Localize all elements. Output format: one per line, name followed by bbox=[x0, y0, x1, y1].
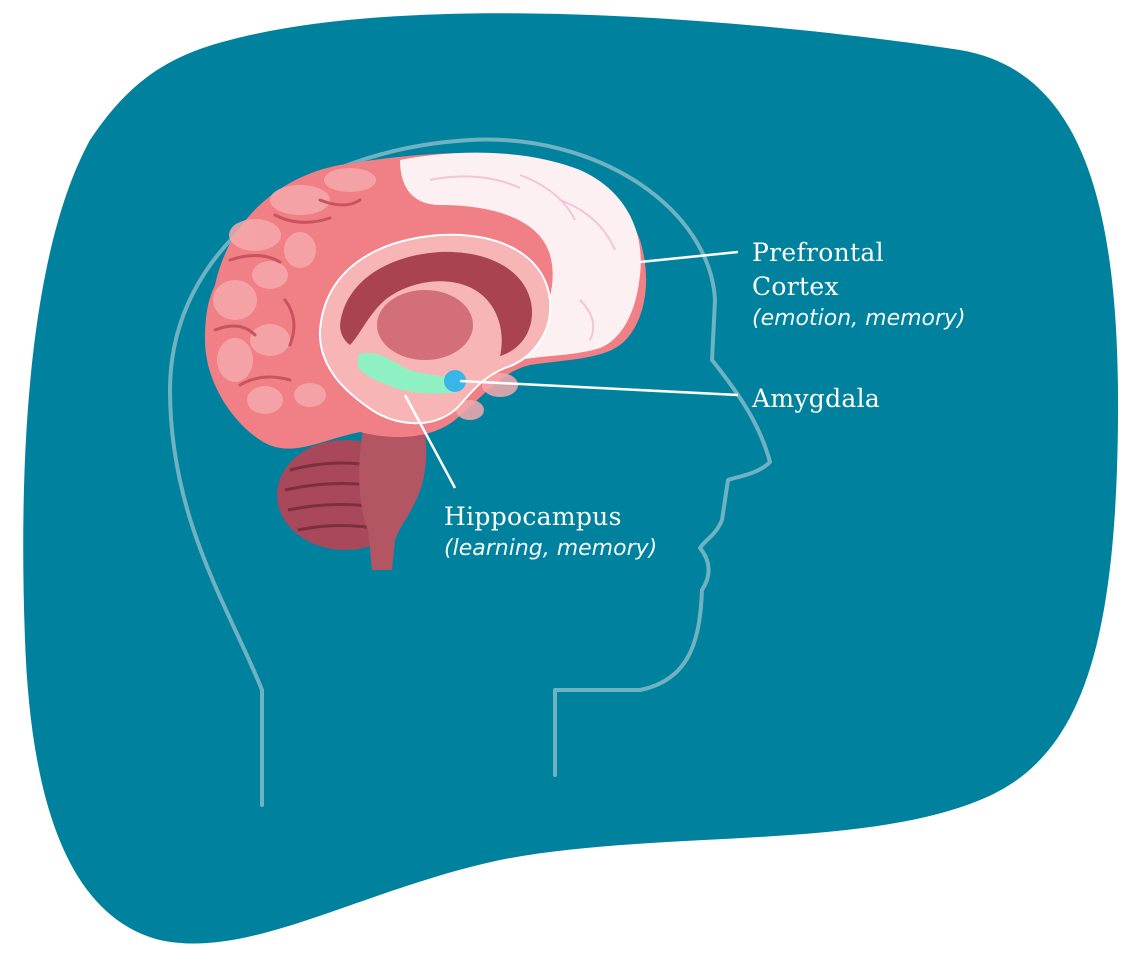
thalamus bbox=[377, 290, 473, 360]
prefrontal-name-line1: Prefrontal bbox=[752, 236, 966, 270]
hippocampus-name: Hippocampus bbox=[444, 500, 657, 534]
hippocampus-description: (learning, memory) bbox=[444, 534, 657, 564]
hippocampus-label: Hippocampus (learning, memory) bbox=[444, 500, 657, 564]
prefrontal-description: (emotion, memory) bbox=[752, 304, 966, 334]
amygdala-label: Amygdala bbox=[752, 382, 880, 416]
prefrontal-name-line2: Cortex bbox=[752, 270, 966, 304]
prefrontal-cortex-label: Prefrontal Cortex (emotion, memory) bbox=[752, 236, 966, 334]
amygdala-name: Amygdala bbox=[752, 382, 880, 416]
